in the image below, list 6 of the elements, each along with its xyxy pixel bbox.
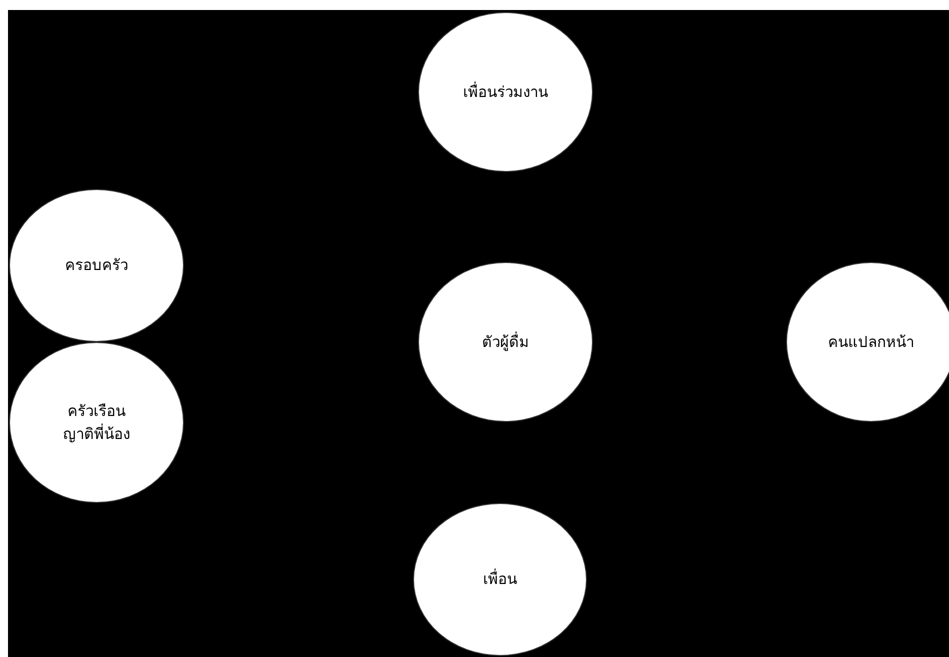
node-label: เพื่อน xyxy=(483,568,517,590)
node-label: ครัวเรือน ญาติพี่น้อง xyxy=(62,401,131,444)
node-label: เพื่อนร่วมงาน xyxy=(463,80,548,103)
node-label: ครอบครัว xyxy=(65,255,128,276)
node-label: คนแปลกหน้า xyxy=(828,332,914,353)
node-label: ตัวผู้ดื่ม xyxy=(482,330,529,353)
